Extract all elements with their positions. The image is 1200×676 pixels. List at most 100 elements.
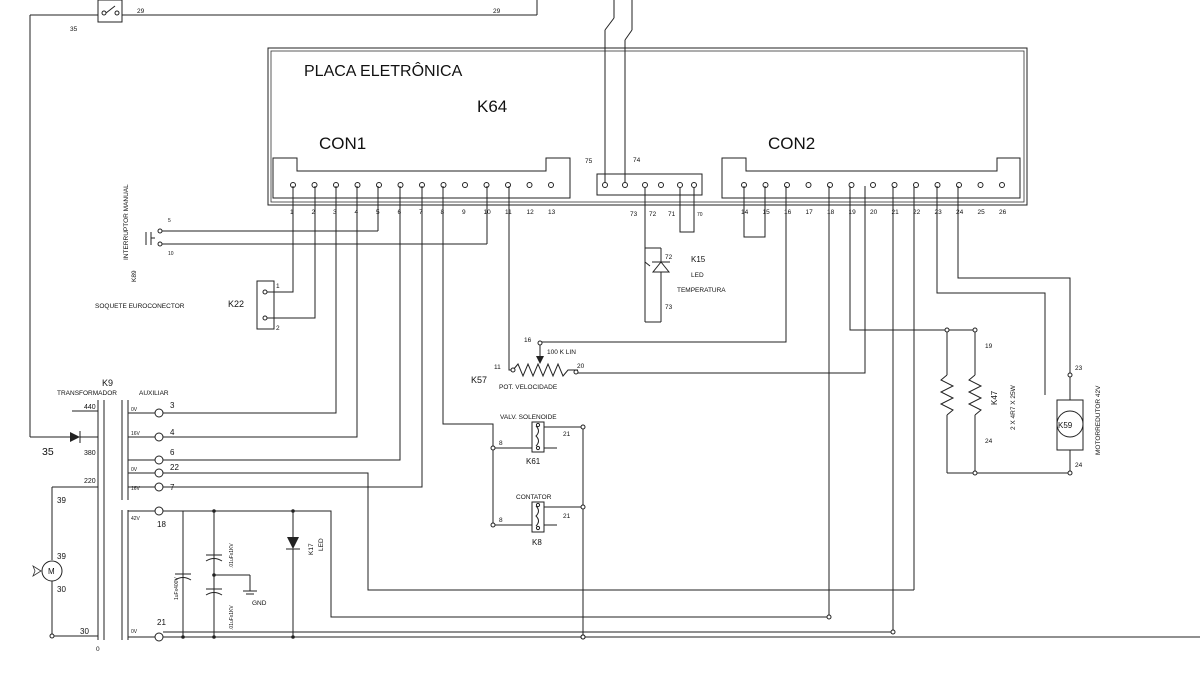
con2-pin-label-22: 22 xyxy=(913,209,921,216)
con2-pin-24 xyxy=(956,182,962,188)
con1-pin-13 xyxy=(548,182,554,188)
contactor-k8: CONTATOR 8 21 K8 xyxy=(499,494,571,547)
board-title: PLACA ELETRÔNICA xyxy=(304,61,463,80)
pot-pin-left: 11 xyxy=(494,364,501,371)
primary-39a: 39 xyxy=(57,496,66,505)
top-switch-pin: 29 xyxy=(137,8,145,15)
switch-pin-a: 5 xyxy=(168,218,171,224)
k47-value: 2 X 4R7 X 25W xyxy=(1010,384,1017,430)
con2-pin-label-18: 18 xyxy=(827,209,835,216)
switch-ref: K89 xyxy=(131,270,138,282)
sec-volt-22: 0V xyxy=(131,467,138,473)
k61-pin-right: 21 xyxy=(563,431,571,438)
top-wire-label: 29 xyxy=(493,8,501,15)
con1-pin-label-9: 9 xyxy=(462,209,466,216)
pot-pin-wiper: 16 xyxy=(524,337,532,344)
gnd-label: GND xyxy=(252,600,267,607)
manual-switch-k89: 5 10 K89 INTERRUPTOR MANUAL xyxy=(123,184,174,282)
k59-pin-bottom: 24 xyxy=(1075,462,1083,469)
k61-ref: K61 xyxy=(526,457,541,466)
pot-ref: K57 xyxy=(471,375,487,385)
con2-pin-label-25: 25 xyxy=(978,209,986,216)
led-k15-line1: LED xyxy=(691,272,704,279)
socket-pin1: 1 xyxy=(276,283,280,290)
k59-name: MOTORREDUTOR 42V xyxy=(1095,385,1102,455)
secondary-outputs: 0V 16V 0V 16V 42V 0V 3 4 6 22 7 18 21 xyxy=(128,401,179,642)
primary-30b: 30 xyxy=(80,627,89,636)
k47-pin-bottom: 24 xyxy=(985,438,993,445)
switch-name: INTERRUPTOR MANUAL xyxy=(123,184,130,260)
con2-pin-label-14: 14 xyxy=(741,209,749,216)
sec-volt-18: 42V xyxy=(131,516,141,522)
con2-pin-label-20: 20 xyxy=(870,209,878,216)
motor-symbol: M xyxy=(48,567,55,576)
mid-pin-73: 73 xyxy=(630,211,638,218)
top-switch-left-number: 35 xyxy=(70,26,78,33)
con1-label: CON1 xyxy=(319,134,366,153)
mid-pin-72: 72 xyxy=(649,211,657,218)
con1-pin-12 xyxy=(526,182,533,188)
transformer-k9: K9 TRANSFORMADOR AUXILIAR 440 380 220 39… xyxy=(42,378,169,653)
led-k15: 72 73 K15 LED TEMPERATURA xyxy=(644,188,726,323)
con2-pin-25 xyxy=(977,182,984,188)
con1-pin-label-7: 7 xyxy=(419,209,423,216)
primary-440: 440 xyxy=(84,404,96,411)
socket-ref: K22 xyxy=(228,299,244,309)
con2-pin-26 xyxy=(999,182,1005,188)
con1-pin-11 xyxy=(505,182,511,188)
cap1-label: 1uFx400V xyxy=(174,577,180,600)
top-switch: 35 29 29 xyxy=(30,0,538,33)
k8-name: CONTATOR xyxy=(516,494,552,501)
con2-connector xyxy=(721,157,1021,199)
sec-volt-21: 0V xyxy=(131,629,138,635)
led-k17: K17 LED xyxy=(163,509,325,639)
solenoid-valve-k61: VALV. SOLENOIDE 8 21 K61 xyxy=(499,414,571,466)
switch-pin-b: 10 xyxy=(168,251,174,257)
middle-connector xyxy=(596,173,703,196)
pot-name: POT. VELOCIDADE xyxy=(499,384,558,391)
primary-39b: 39 xyxy=(57,552,66,561)
con2-pin-label-17: 17 xyxy=(806,209,814,216)
mid-connector-pins: 73 72 71 70 xyxy=(602,182,703,218)
led-k15-line2: TEMPERATURA xyxy=(677,287,726,294)
mid-pin-71: 71 xyxy=(668,211,676,218)
led-k17-ref: K17 xyxy=(308,543,315,555)
mid-connector-top-label: 74 xyxy=(633,157,641,164)
con2-pin-label-16: 16 xyxy=(784,209,792,216)
con2-pin-18 xyxy=(827,182,833,188)
k47-pin-top: 19 xyxy=(985,343,993,350)
feed-35: 35 xyxy=(42,446,54,458)
fan-motor: M xyxy=(32,487,98,639)
pot-value: 100 K LIN xyxy=(547,349,576,356)
primary-30a: 30 xyxy=(57,585,66,594)
primary-0: 0 xyxy=(96,646,100,653)
board-ref: K64 xyxy=(477,97,507,116)
socket-pin2: 2 xyxy=(276,325,280,332)
sec-volt-7: 16V xyxy=(131,486,141,492)
primary-380: 380 xyxy=(84,450,96,457)
led-k15-pin-bottom: 73 xyxy=(665,304,673,311)
k61-pin-left: 8 xyxy=(499,440,503,447)
k59-ref: K59 xyxy=(1058,421,1073,430)
mid-pin-70: 70 xyxy=(697,212,703,218)
sec-num-18: 18 xyxy=(157,520,166,529)
con1-pin-9 xyxy=(462,182,468,188)
sec-num-6: 6 xyxy=(170,448,175,457)
sec-volt-3: 0V xyxy=(131,407,138,413)
con2-pin-20 xyxy=(870,182,876,188)
sec-num-21: 21 xyxy=(157,618,166,627)
con2-pin-label-19: 19 xyxy=(849,209,857,216)
cap2-label: .01uFx1KV xyxy=(229,543,235,568)
transformer-aux: AUXILIAR xyxy=(139,390,169,397)
capacitors: 1uFx400V .01uFx1KV .01uFx1KV GND xyxy=(174,509,267,639)
electronic-board: PLACA ELETRÔNICA K64 CON1 CON2 75 74 xyxy=(267,47,1028,206)
led-k15-pin-top: 72 xyxy=(665,254,673,261)
mid-connector-left-label: 75 xyxy=(585,158,593,165)
con1-pin-label-12: 12 xyxy=(527,209,535,216)
transformer-name: TRANSFORMADOR xyxy=(57,390,117,397)
sec-num-22: 22 xyxy=(170,463,179,472)
con1-connector xyxy=(272,157,571,199)
con2-pin-17 xyxy=(805,182,812,188)
con2-pin-label-26: 26 xyxy=(999,209,1007,216)
